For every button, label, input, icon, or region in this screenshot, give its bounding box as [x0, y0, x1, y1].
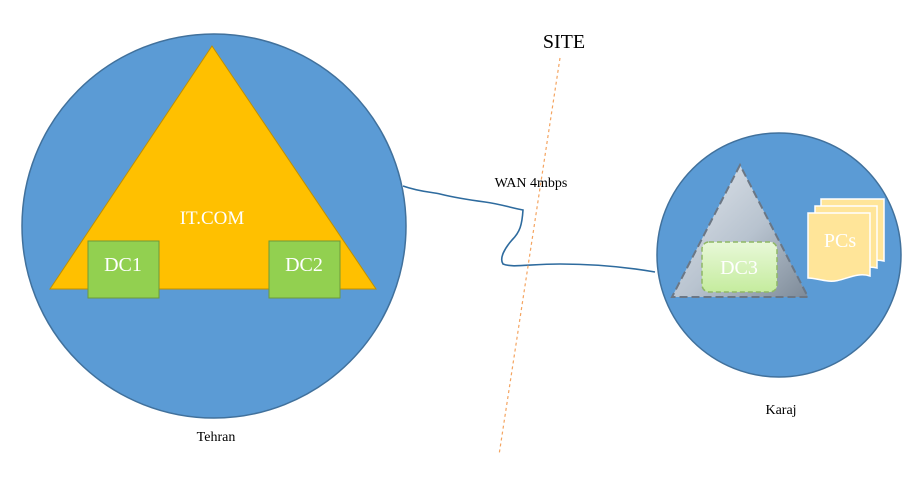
dc3-box	[701, 241, 778, 293]
domain-label: IT.COM	[180, 208, 245, 229]
dc3-label: DC3	[720, 257, 758, 279]
pcs-stack-icon	[807, 198, 885, 282]
wan-link	[402, 185, 656, 273]
pcs-label: PCs	[824, 230, 856, 252]
domain-triangle	[49, 45, 377, 290]
dc2-label: DC2	[285, 254, 323, 276]
site-boundary-line	[498, 57, 561, 456]
dc2-box	[268, 240, 341, 299]
karaj-label: Karaj	[765, 403, 796, 418]
tehran-label: Tehran	[197, 430, 236, 445]
dc1-label: DC1	[104, 254, 142, 276]
dc1-box	[87, 240, 160, 299]
wan-label: WAN 4mbps	[495, 176, 568, 191]
site-label: SITE	[543, 31, 585, 53]
